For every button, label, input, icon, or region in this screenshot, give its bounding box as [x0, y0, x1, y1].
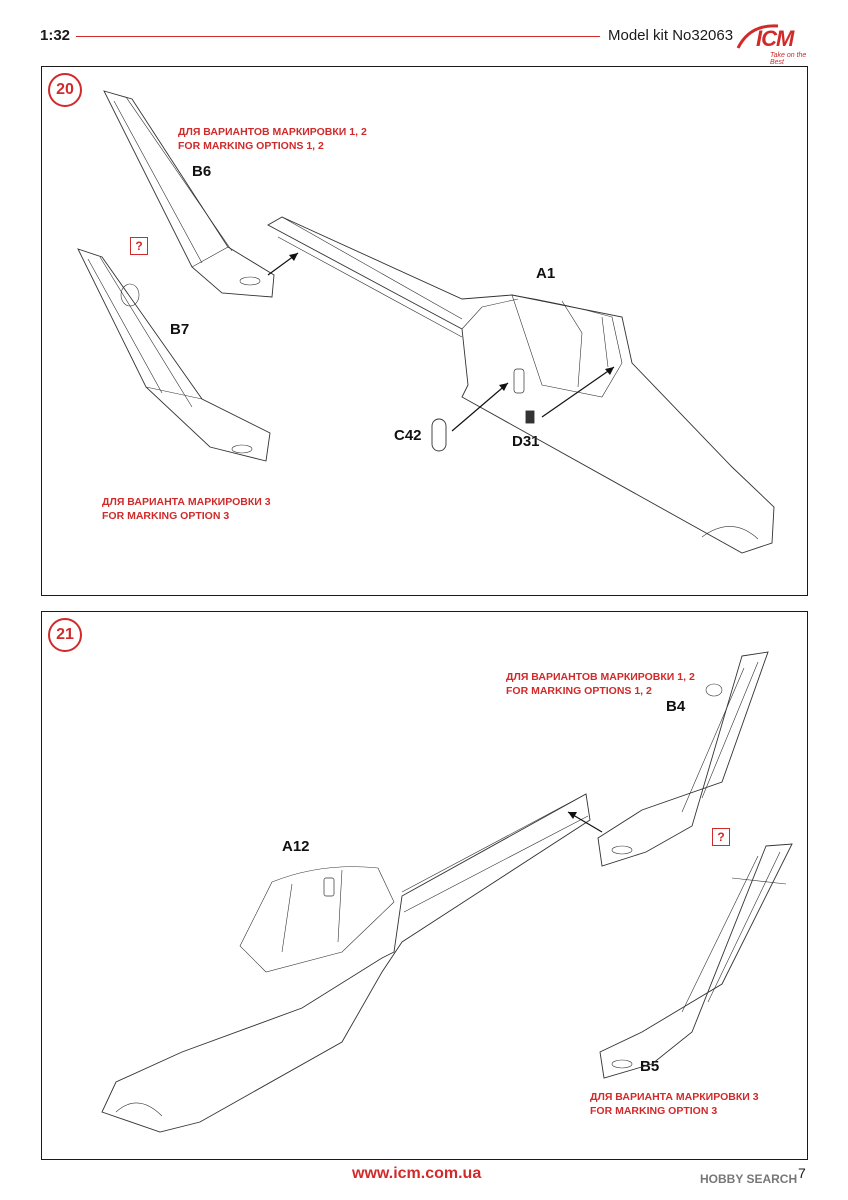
note-ru: ДЛЯ ВАРИАНТА МАРКИРОВКИ 3 [102, 496, 271, 508]
note-ru: ДЛЯ ВАРИАНТОВ МАРКИРОВКИ 1, 2 [178, 126, 367, 138]
note-option-3: ДЛЯ ВАРИАНТА МАРКИРОВКИ 3 FOR MARKING OP… [590, 1090, 759, 1118]
question-mark-icon: ? [712, 828, 730, 846]
part-label-a1: A1 [536, 265, 556, 282]
note-ru: ДЛЯ ВАРИАНТА МАРКИРОВКИ 3 [590, 1091, 759, 1103]
note-ru: ДЛЯ ВАРИАНТОВ МАРКИРОВКИ 1, 2 [506, 671, 695, 683]
step-21-panel: 21 ДЛЯ ВАРИАНТОВ МАРКИРОВКИ 1, 2 FOR MAR… [41, 611, 808, 1160]
part-label-b6: B6 [192, 163, 212, 180]
note-option-3: ДЛЯ ВАРИАНТА МАРКИРОВКИ 3 FOR MARKING OP… [102, 495, 271, 523]
step-21-drawing [101, 651, 793, 1133]
part-label-a12: A12 [282, 838, 310, 855]
step-20-panel: 20 ДЛЯ ВАРИАНТОВ МАРКИРОВКИ 1, 2 FOR MAR… [41, 66, 808, 596]
step-20-drawing [77, 90, 775, 554]
scale-label: 1:32 [40, 27, 71, 44]
page-header: 1:32 Model kit No32063 ICM Take on the B… [0, 0, 848, 66]
page-number: 7 [798, 1165, 806, 1181]
watermark: HOBBY SEARCH [700, 1172, 798, 1186]
question-mark-icon: ? [130, 237, 148, 255]
part-label-b7: B7 [170, 321, 190, 338]
note-options-1-2: ДЛЯ ВАРИАНТОВ МАРКИРОВКИ 1, 2 FOR MARKIN… [178, 125, 367, 153]
kit-number: Model kit No32063 [608, 27, 734, 44]
logo-text: ICM [756, 26, 794, 51]
step-number: 21 [48, 618, 82, 652]
note-options-1-2: ДЛЯ ВАРИАНТОВ МАРКИРОВКИ 1, 2 FOR MARKIN… [506, 670, 695, 698]
logo-tagline: Take on the Best [770, 52, 807, 66]
logo-swoosh-icon [736, 24, 779, 49]
step-number: 20 [48, 73, 82, 107]
icm-logo: ICM Take on the Best [732, 16, 812, 66]
header-rule [76, 36, 600, 37]
part-label-b4: B4 [666, 698, 686, 715]
note-en: FOR MARKING OPTION 3 [102, 510, 230, 522]
note-en: FOR MARKING OPTIONS 1, 2 [506, 685, 652, 697]
note-en: FOR MARKING OPTIONS 1, 2 [178, 140, 324, 152]
footer-url: www.icm.com.ua [352, 1165, 482, 1182]
part-label-d31: D31 [512, 433, 540, 450]
note-en: FOR MARKING OPTION 3 [590, 1105, 718, 1117]
part-label-c42: C42 [394, 427, 422, 444]
